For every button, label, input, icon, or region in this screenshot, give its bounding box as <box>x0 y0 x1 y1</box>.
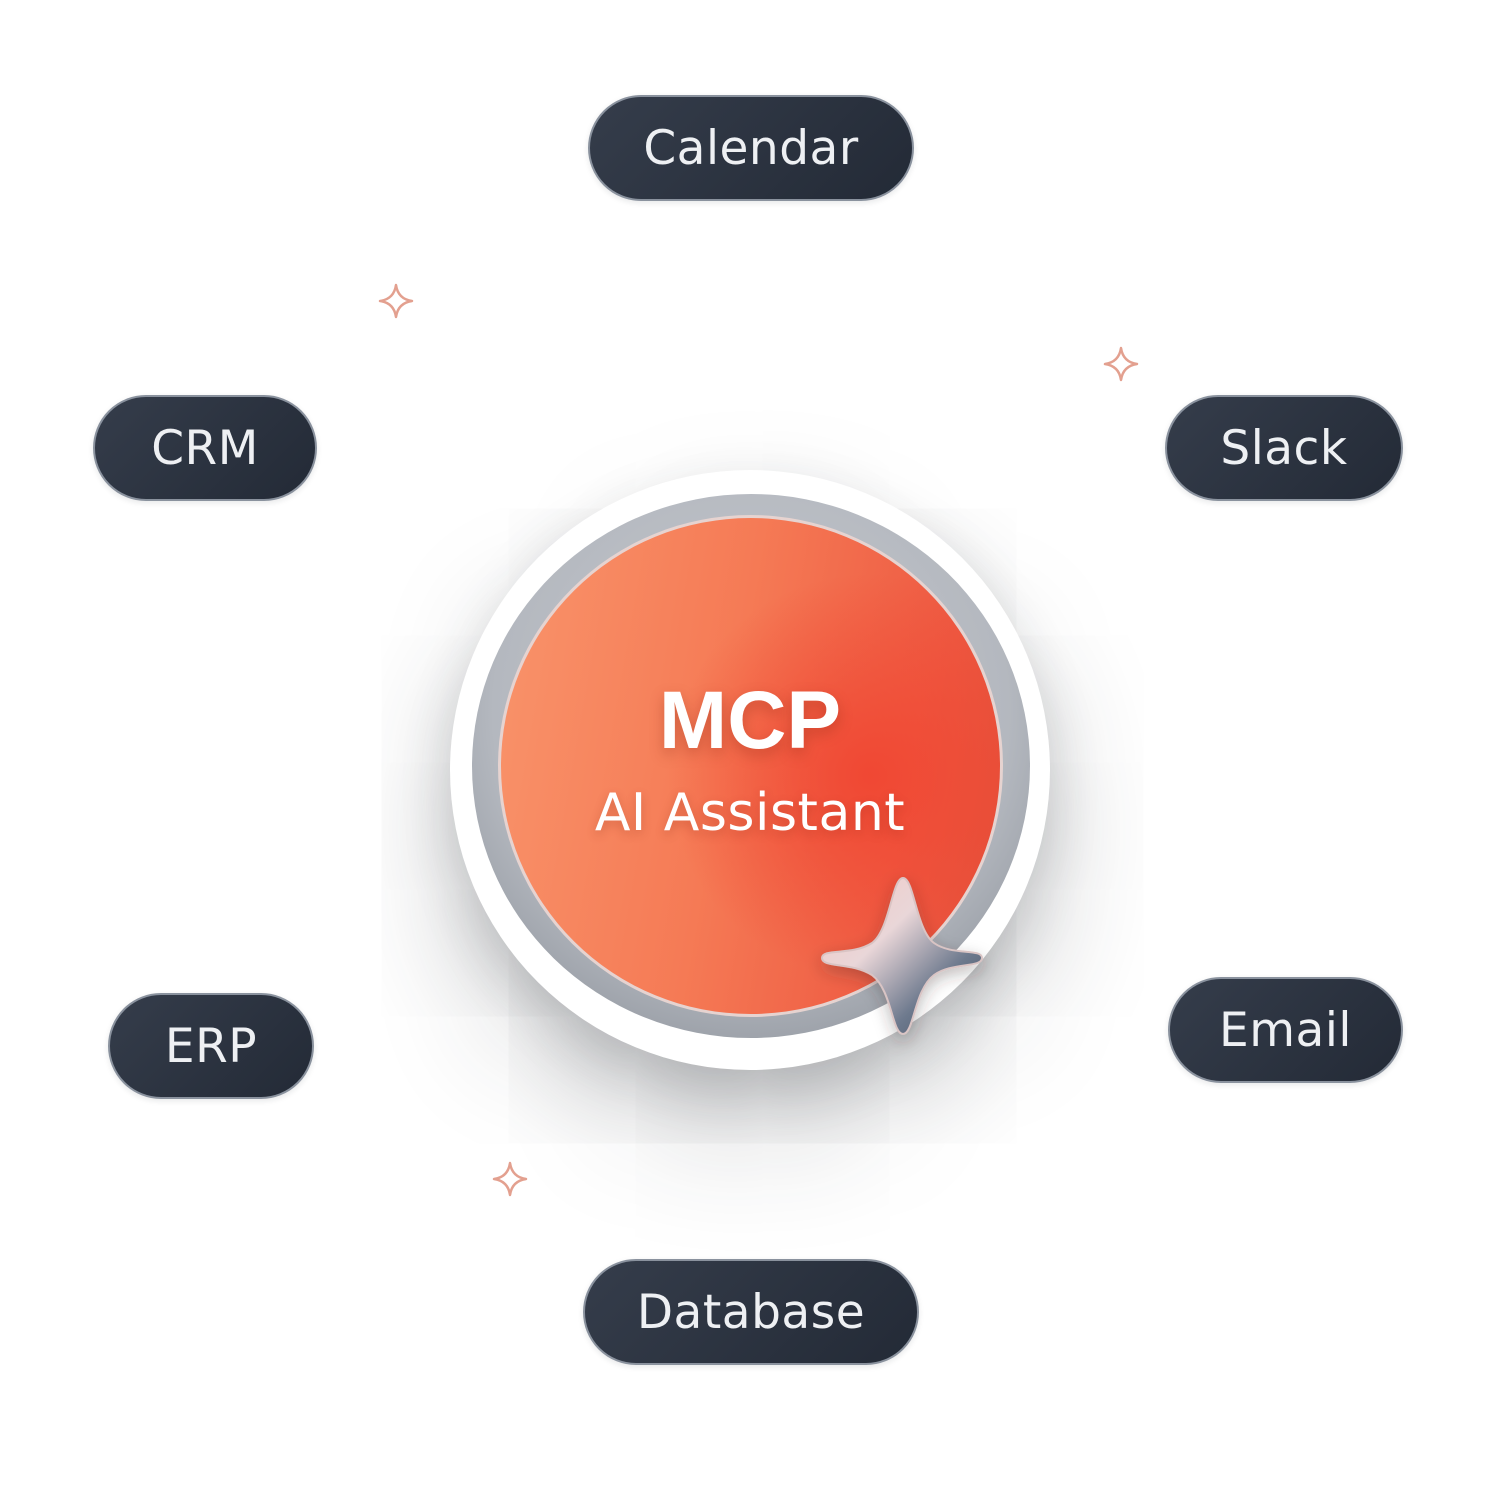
hub-title: MCP <box>658 675 842 766</box>
calendar-label: Calendar <box>643 120 859 176</box>
slack-pill: Slack <box>1165 395 1403 501</box>
sparkle-icon <box>492 1161 528 1197</box>
slack-label: Slack <box>1220 420 1348 476</box>
crm-label: CRM <box>151 420 259 476</box>
database-pill: Database <box>583 1259 919 1365</box>
mcp-hub <box>498 515 1003 1017</box>
erp-pill: ERP <box>108 993 314 1099</box>
calendar-pill: Calendar <box>588 95 914 201</box>
sparkle-icon <box>378 283 414 319</box>
hub-subtitle: AI Assistant <box>594 783 906 843</box>
database-label: Database <box>636 1284 866 1340</box>
crm-pill: CRM <box>93 395 317 501</box>
email-pill: Email <box>1168 977 1403 1083</box>
sparkle-icon <box>1103 346 1139 382</box>
email-label: Email <box>1219 1002 1352 1058</box>
erp-label: ERP <box>164 1018 258 1074</box>
